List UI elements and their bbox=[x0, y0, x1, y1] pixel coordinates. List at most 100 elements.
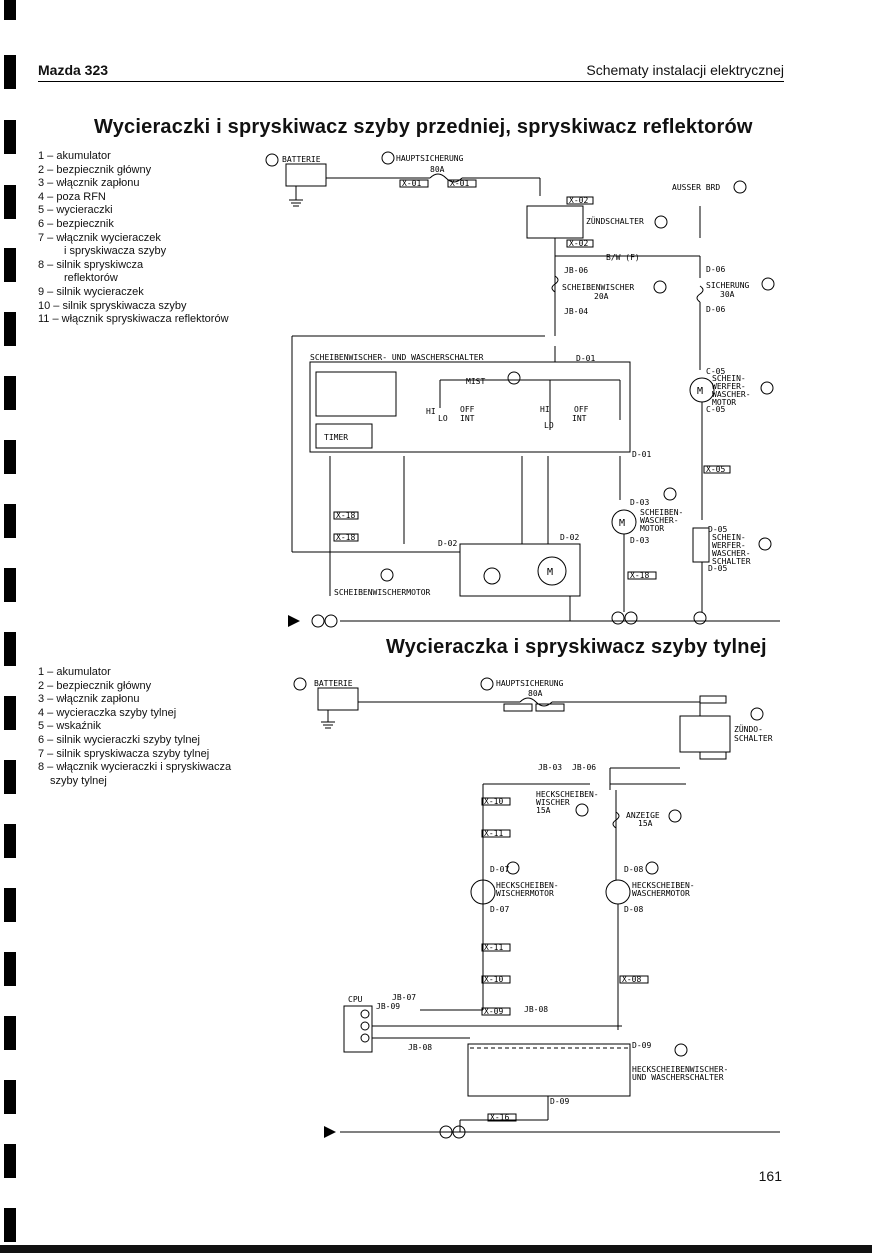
registration-mark bbox=[4, 55, 16, 89]
switch11-label: WASCHER- bbox=[712, 549, 751, 558]
connector-label: D-03 bbox=[630, 536, 649, 545]
ignition-switch-box bbox=[526, 205, 584, 239]
legend-item: szyby tylnej bbox=[50, 774, 107, 787]
motor8-label: WASCHER- bbox=[712, 390, 751, 399]
mainfuse-amp: 80A bbox=[430, 165, 445, 174]
legend-item: 4 – poza RFN bbox=[38, 190, 106, 203]
registration-mark bbox=[4, 1144, 16, 1178]
registration-mark bbox=[4, 888, 16, 922]
connector-label: X-18 bbox=[336, 511, 355, 520]
header-rule bbox=[38, 81, 784, 82]
registration-mark bbox=[4, 1080, 16, 1114]
legend-item: 6 – bezpiecznik bbox=[38, 217, 114, 230]
mainfuse-label: HAUPTSICHERUNG bbox=[496, 679, 564, 688]
ausser-label: AUSSER BRD bbox=[672, 183, 720, 192]
connector-label: D-06 bbox=[706, 305, 725, 314]
jb-label: JB-06 bbox=[564, 266, 588, 275]
motor7-label: WASCHERMOTOR bbox=[632, 889, 690, 898]
legend-item: 5 – wycieraczki bbox=[38, 204, 113, 217]
mist-label: MIST bbox=[466, 377, 485, 386]
connector-label: X-08 bbox=[622, 975, 641, 984]
front-section-title: Wycieraczki i spryskiwacz szyby przednie… bbox=[94, 116, 753, 138]
jb-label: JB-09 bbox=[376, 1002, 400, 1011]
legend-item: 10 – silnik spryskiwacza szyby bbox=[38, 299, 187, 312]
switch7-label: SCHEIBENWISCHER- UND WASCHERSCHALTER bbox=[310, 353, 484, 362]
ignition-label: ZÜNDSCHALTER bbox=[586, 216, 644, 226]
fuse-amp: 30A bbox=[720, 290, 735, 299]
connector-label: D-09 bbox=[550, 1097, 569, 1106]
connector-label: X-05 bbox=[706, 465, 725, 474]
page-number: 161 bbox=[758, 1168, 782, 1184]
wiper-switch-box bbox=[309, 361, 631, 453]
legend-item: 6 – silnik wycieraczki szyby tylnej bbox=[38, 733, 200, 746]
fuse-label: HECKSCHEIBEN- bbox=[536, 790, 599, 799]
registration-mark bbox=[4, 824, 16, 858]
connector-label: X-16 bbox=[490, 1113, 509, 1122]
jb-label: JB-03 bbox=[538, 763, 562, 772]
motor-symbol: M bbox=[697, 386, 703, 397]
connector-label: D-01 bbox=[576, 354, 595, 363]
mainfuse-amp: 80A bbox=[528, 689, 543, 698]
connector-label: X-02 bbox=[569, 196, 588, 205]
connector-label: X-01 bbox=[450, 179, 469, 188]
rear-wiring-diagram: BATTERIE HAUPTSICHERUNG 80A ZÜNDO- SCHAL… bbox=[293, 677, 780, 1139]
connector-label: D-09 bbox=[632, 1041, 651, 1050]
connector-label: D-08 bbox=[624, 865, 643, 874]
jb-label: JB-04 bbox=[564, 307, 588, 316]
registration-mark bbox=[4, 952, 16, 986]
connector-label: X-10 bbox=[484, 975, 503, 984]
switch8-label: HECKSCHEIBENWISCHER- bbox=[632, 1065, 728, 1074]
off-label: OFF bbox=[460, 405, 475, 414]
jb-label: JB-08 bbox=[408, 1043, 432, 1052]
connector-label: D-07 bbox=[490, 865, 509, 874]
motor10-label: MOTOR bbox=[640, 524, 664, 533]
mainfuse-label: HAUPTSICHERUNG bbox=[396, 154, 464, 163]
connector-label: X-10 bbox=[484, 797, 503, 806]
registration-mark bbox=[4, 440, 16, 474]
connector-label: D-07 bbox=[490, 905, 509, 914]
front-wiring-diagram: BATTERIE HAUPTSICHERUNG 80A X-01 X-01 ZÜ… bbox=[265, 151, 780, 628]
bottom-bar bbox=[0, 1245, 872, 1253]
motor7-label: HECKSCHEIBEN- bbox=[632, 881, 695, 890]
legend-item: 11 – włącznik spryskiwacza reflektorów bbox=[38, 313, 229, 326]
connector-label: X-11 bbox=[484, 829, 503, 838]
motor10-label: SCHEIBEN- bbox=[640, 508, 683, 517]
motor10-label: WASCHER- bbox=[640, 516, 679, 525]
anzeige-amp: 15A bbox=[638, 819, 653, 828]
connector-label: D-05 bbox=[708, 525, 727, 534]
motor8-label: MOTOR bbox=[712, 398, 736, 407]
motor8-label: WERFER- bbox=[712, 382, 746, 391]
jb-label: JB-08 bbox=[524, 1005, 548, 1014]
legend-item: i spryskiwacza szyby bbox=[64, 245, 167, 258]
fuse-amp: 20A bbox=[594, 292, 609, 301]
connector-label: X-01 bbox=[402, 179, 421, 188]
battery-label: BATTERIE bbox=[314, 679, 353, 688]
cpu-label: CPU bbox=[348, 995, 363, 1004]
wiper-motor-box bbox=[459, 543, 581, 597]
fuse-label: SCHEIBENWISCHER bbox=[562, 283, 634, 292]
book-title: Mazda 323 bbox=[38, 62, 109, 78]
registration-mark bbox=[4, 568, 16, 602]
legend-item: 3 – włącznik zapłonu bbox=[38, 693, 140, 706]
motor6-label: WISCHERMOTOR bbox=[496, 889, 554, 898]
registration-mark bbox=[4, 632, 16, 666]
connector-label: X-02 bbox=[569, 239, 588, 248]
battery-box bbox=[285, 163, 327, 187]
hi-label: HI bbox=[426, 407, 436, 416]
registration-mark bbox=[4, 248, 16, 282]
legend-item: 7 – włącznik wycieraczek bbox=[38, 231, 161, 244]
legend-item: 3 – włącznik zapłonu bbox=[38, 177, 140, 190]
fuse-label: WISCHER bbox=[536, 798, 570, 807]
legend-item: 9 – silnik wycieraczek bbox=[38, 285, 144, 298]
registration-mark bbox=[4, 185, 16, 219]
rear-section-title: Wycieraczka i spryskiwacz szyby tylnej bbox=[386, 636, 767, 658]
wire-label: B/W (F) bbox=[606, 253, 640, 262]
ignition-label: SCHALTER bbox=[734, 734, 773, 743]
legend-item: 8 – włącznik wycieraczki i spryskiwacza bbox=[38, 761, 232, 774]
connector-label: X-18 bbox=[630, 571, 649, 580]
connector-label: D-08 bbox=[624, 905, 643, 914]
jb-label: JB-06 bbox=[572, 763, 596, 772]
connector-label: C-05 bbox=[706, 367, 725, 376]
switch11-label: SCHEIN- bbox=[712, 533, 746, 542]
registration-mark bbox=[4, 696, 16, 730]
